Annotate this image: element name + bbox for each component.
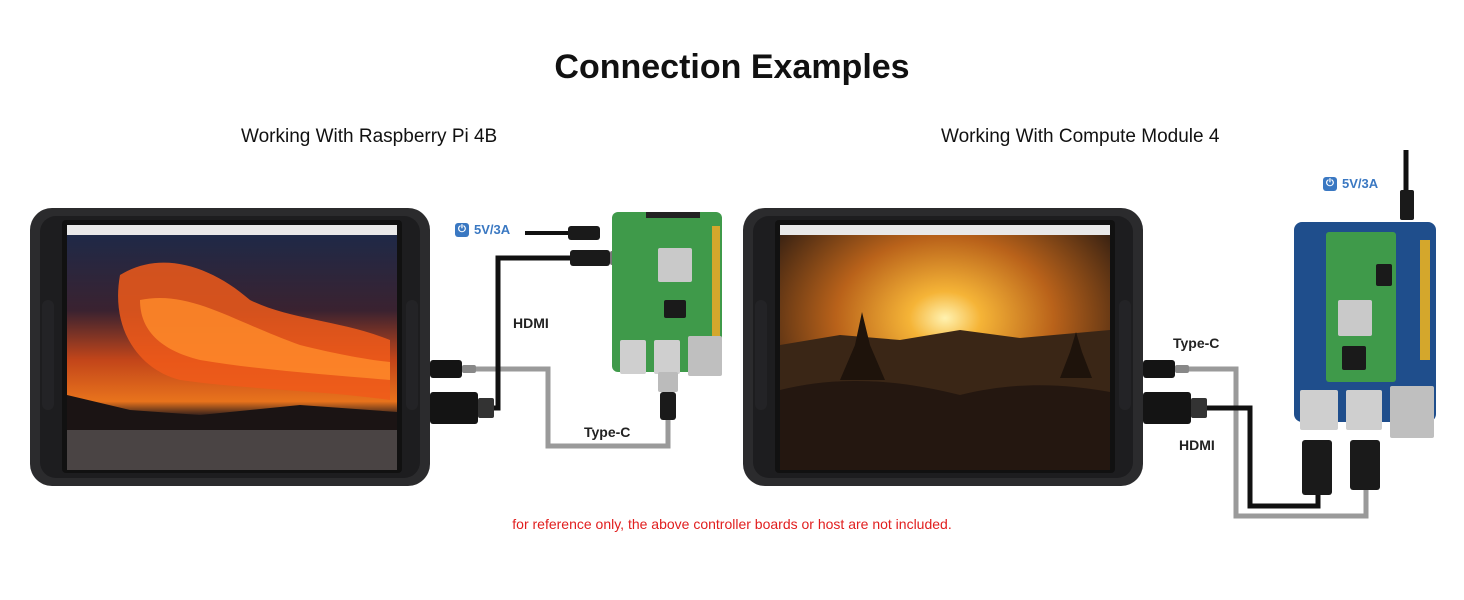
right-power-badge: ⏻ 5V/3A [1323, 176, 1378, 191]
raspberry-pi-4b-board [568, 212, 722, 420]
left-hdmi-label: HDMI [513, 315, 549, 331]
left-power-label: 5V/3A [474, 222, 511, 237]
left-power-badge: ⏻ 5V/3A [455, 222, 510, 237]
right-display-ports [1143, 360, 1207, 424]
left-display [30, 208, 430, 486]
right-screen-image [780, 225, 1110, 470]
right-power-label: 5V/3A [1342, 176, 1379, 191]
left-display-ports [430, 360, 494, 424]
power-icon: ⏻ [455, 222, 469, 237]
compute-module-4-board [1294, 190, 1436, 495]
page-title: Connection Examples [554, 48, 910, 86]
disclaimer-note: for reference only, the above controller… [512, 516, 952, 532]
power-icon: ⏻ [1323, 176, 1337, 191]
left-screen-image [67, 225, 397, 470]
right-typec-label: Type-C [1173, 335, 1220, 351]
right-example-heading: Working With Compute Module 4 [941, 126, 1220, 147]
left-typec-label: Type-C [584, 424, 631, 440]
right-hdmi-label: HDMI [1179, 437, 1215, 453]
left-example-heading: Working With Raspberry Pi 4B [241, 126, 498, 147]
right-display [743, 208, 1143, 486]
